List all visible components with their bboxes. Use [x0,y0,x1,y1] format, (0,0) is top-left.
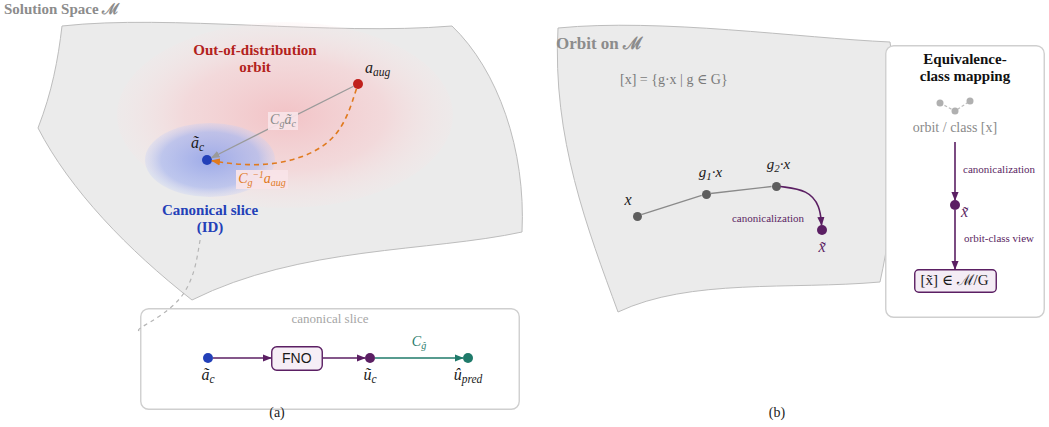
operator-label: FNO [282,350,312,366]
class-label: orbit / class [x] [913,120,997,136]
set-notation: [x] = {g·x | g ∈ G} [620,72,728,88]
manifold-surface [38,22,522,300]
edge-label: Cg−1aaug [236,170,288,189]
orbit-region-fill [117,22,453,208]
point-marker: ãc [203,353,213,363]
point-label: g1·x [699,164,722,183]
region-label: Out-of-distribution orbit [180,42,330,77]
panel-title: Solution Space ℳ [4,1,119,18]
orbit-glyph-dot [937,100,944,107]
region-label: Canonical slice (ID) [154,202,266,237]
point-label: ũc [363,366,376,387]
point-marker-outline [203,353,213,363]
point-label: x̃ [961,203,968,221]
orbit-manifold-outline [540,20,905,320]
equivalence-panel: Equivalence- class mapping orbit / class … [885,45,1045,318]
flow-arrow [323,357,365,359]
box-outline [141,309,520,410]
inset-panel: canonical slice ãc FNO ũc ûpred [140,308,520,410]
point-dot [633,212,642,221]
point-label: ûpred [454,366,483,387]
panel-title: canonical slice [292,312,369,327]
point-dot [365,353,375,363]
manifold-surface [557,25,896,312]
box-outline [886,46,1045,318]
point-label: x [624,191,631,209]
orbit-glyph-dot [952,108,959,115]
point-marker-outline [463,353,473,363]
point-marker: x [633,212,642,221]
orbit-glyph-dot [967,98,974,105]
edge-label: canonicalization [961,163,1037,176]
flow-arrow [213,357,271,359]
point-dot [950,200,960,210]
point-marker: g2·x [772,182,781,191]
edge-label: orbit-class view [962,232,1036,245]
point-dot [202,155,212,165]
point-marker-outline [950,200,960,210]
edge-label: Cgãc [268,112,298,130]
solution-manifold: Solution Space ℳ Out-of-distribution orbi… [0,0,530,305]
point-label: aaug [365,59,390,80]
point-marker-outline [353,79,363,89]
point-marker: x̃ [817,225,827,235]
view-arrow [954,210,956,269]
panel-tag: (a) [269,405,285,421]
point-marker-outline [817,225,827,235]
quotient-box: [x̃] ∈ ℳ/G [914,269,997,293]
point-label: ãc [201,366,214,387]
point-marker-outline [633,212,642,221]
canonicalization-arrow [954,142,956,200]
point-marker: ũc [365,353,375,363]
box-outline [914,270,996,293]
point-label: x̃ [818,238,825,256]
point-marker-outline [365,353,375,363]
point-marker-outline [202,155,212,165]
flow-arrow [375,357,463,359]
point-label: g2·x [767,156,790,175]
point-dot [203,353,213,363]
edge-label: Cĝ [410,334,428,352]
point-dot [772,182,781,191]
edge-label: canonicalization [730,212,806,225]
point-dot [702,190,711,199]
point-marker: g1·x [702,190,711,199]
orbit-class-group: orbit / class [x] [895,92,1015,142]
point-dot [463,353,473,363]
operator-box: FNO [271,346,323,371]
point-marker-outline [702,190,711,199]
panel-tag: (b) [769,405,785,421]
panel-title: Orbit on ℳ [556,34,643,54]
point-marker: ãc [202,155,212,165]
point-label: ãc [191,134,204,155]
point-dot [817,225,827,235]
point-marker: ûpred [463,353,473,363]
point-dot [353,79,363,89]
point-marker: x̃ [950,200,960,210]
point-marker-outline [772,182,781,191]
point-marker: aaug [353,79,363,89]
box-outline [272,346,323,370]
quotient-label: [x̃] ∈ ℳ/G [921,272,989,289]
panel-title: Equivalence- class mapping [909,51,1021,86]
orbit-manifold: Orbit on ℳ [x] = {g·x | g ∈ G} x g1·x g2·x x̃ [540,20,905,320]
